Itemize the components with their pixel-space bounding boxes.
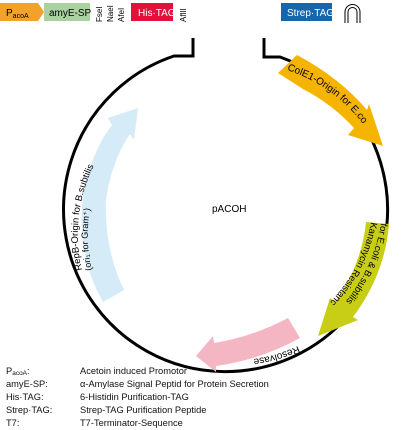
arc-cole1-origin: ColE1-Origin for E.coli xyxy=(0,0,383,146)
promoter-shape xyxy=(0,3,44,21)
legend-value: Acetoin induced Promotor xyxy=(80,366,187,376)
site-nael: NaeI xyxy=(106,5,115,22)
strep-shape xyxy=(281,3,332,21)
legend-key: T7: xyxy=(6,418,20,428)
kan-arrow xyxy=(318,222,389,336)
his-shape xyxy=(131,3,173,21)
terminator-t7-icon xyxy=(344,4,361,23)
legend-row-terminator: T7: T7-Terminator-Sequence xyxy=(6,417,406,430)
kan-label-line1: Kanamycin Resistance xyxy=(0,0,379,308)
plasmid-name: pACOH xyxy=(212,204,246,215)
site-fsel: FseI xyxy=(95,6,104,22)
legend-value: T7-Terminator-Sequence xyxy=(80,418,183,428)
his-tag: His·TAG xyxy=(131,3,176,21)
legend-value: 6-Histidin Purification-TAG xyxy=(80,392,189,402)
legend-row-his: His·TAG: 6-Histidin Purification-TAG xyxy=(6,391,406,404)
his-label: His·TAG xyxy=(138,8,176,19)
legend-row-strep: Strep·TAG: Strep-TAG Purification Peptid… xyxy=(6,404,406,417)
site-afel: AfeI xyxy=(117,8,126,22)
site-aflii: AflII xyxy=(179,8,188,22)
legend-value: α-Amylase Signal Peptid for Protein Secr… xyxy=(80,379,269,389)
repb-arrow xyxy=(81,108,138,302)
legend-key: PacoA: xyxy=(6,366,30,377)
legend: PacoA: Acetoin induced Promotor amyE-SP:… xyxy=(6,365,406,430)
strep-label: Strep·TAG xyxy=(287,8,334,19)
legend-row-signal: amyE-SP: α-Amylase Signal Peptid for Pro… xyxy=(6,378,406,391)
res-arrow xyxy=(196,318,300,372)
signal-peptide-amye: amyE-SP xyxy=(44,3,92,21)
legend-value: Strep-TAG Purification Peptide xyxy=(80,405,207,415)
promoter-pacoa: PacoA xyxy=(0,3,44,21)
signal-shape xyxy=(44,3,90,21)
arc-resolvase: Resolvase xyxy=(196,318,301,372)
signal-label: amyE-SP xyxy=(49,8,92,19)
legend-row-promoter: PacoA: Acetoin induced Promotor xyxy=(6,365,406,378)
strep-tag: Strep·TAG xyxy=(281,3,334,21)
plasmid-backbone xyxy=(62,38,390,374)
cole1-arrow xyxy=(278,55,383,146)
promoter-label: PacoA xyxy=(6,8,29,20)
legend-key: His·TAG: xyxy=(6,392,44,402)
legend-key: Strep·TAG: xyxy=(6,405,53,415)
legend-key: amyE-SP: xyxy=(6,379,48,389)
